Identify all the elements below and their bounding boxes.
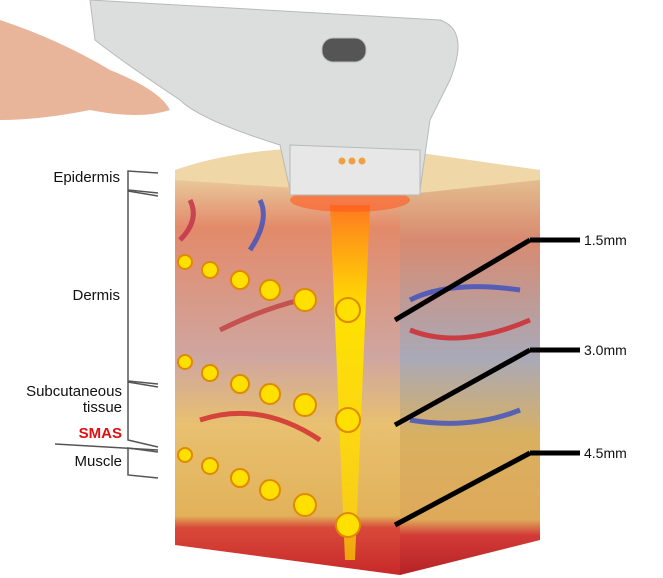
layer-brackets xyxy=(54,170,159,479)
label-muscle: Muscle xyxy=(74,453,122,470)
ultrasound-beam xyxy=(330,205,370,560)
depth-pointers xyxy=(393,237,580,528)
label-subcutaneous: Subcutaneous tissue xyxy=(26,383,122,416)
depth-label-1: 1.5mm xyxy=(584,232,627,248)
depth-label-3: 4.5mm xyxy=(584,445,627,461)
focal-points xyxy=(177,254,361,538)
hand xyxy=(0,20,170,120)
label-smas: SMAS xyxy=(78,425,122,442)
handpiece-indicator xyxy=(321,37,367,63)
label-epidermis: Epidermis xyxy=(53,169,120,186)
skin-block-side xyxy=(400,180,540,575)
blood-vessels xyxy=(178,198,531,443)
label-dermis: Dermis xyxy=(72,287,121,304)
depth-label-2: 3.0mm xyxy=(584,342,627,358)
